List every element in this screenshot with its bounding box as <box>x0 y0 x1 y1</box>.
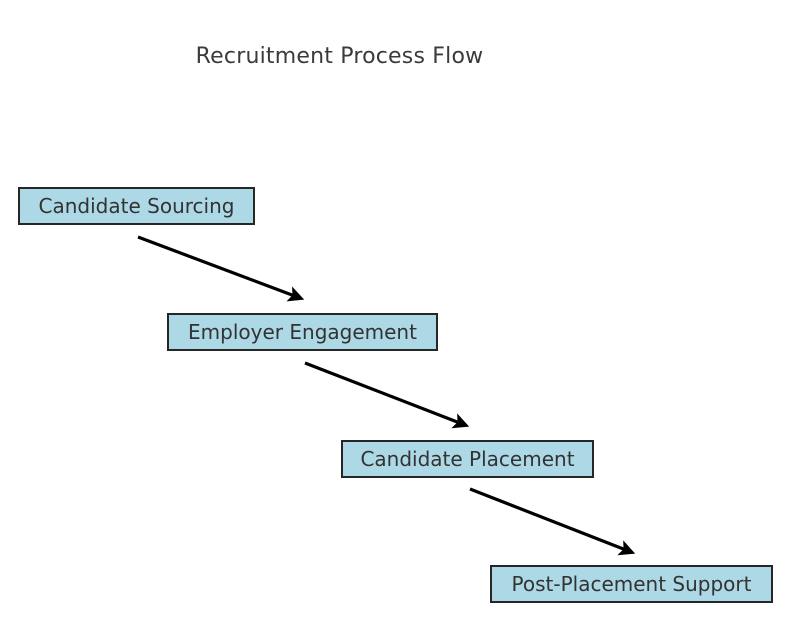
edge-candidate-sourcing-to-employer-engagement <box>137 235 305 302</box>
edge-employer-engagement-to-candidate-placement <box>304 361 470 429</box>
edge-candidate-placement-to-post-placement-support <box>469 487 636 556</box>
node-candidate-placement[interactable]: Candidate Placement <box>341 440 594 478</box>
page-title: Recruitment Process Flow <box>0 44 795 69</box>
node-employer-engagement[interactable]: Employer Engagement <box>167 313 438 351</box>
node-candidate-sourcing[interactable]: Candidate Sourcing <box>18 187 255 225</box>
node-label: Employer Engagement <box>188 320 417 344</box>
node-label: Candidate Placement <box>360 447 575 471</box>
node-label: Candidate Sourcing <box>38 194 235 218</box>
node-post-placement-support[interactable]: Post-Placement Support <box>490 565 773 603</box>
page-title-text: Recruitment Process Flow <box>195 44 484 69</box>
node-label: Post-Placement Support <box>511 572 752 596</box>
